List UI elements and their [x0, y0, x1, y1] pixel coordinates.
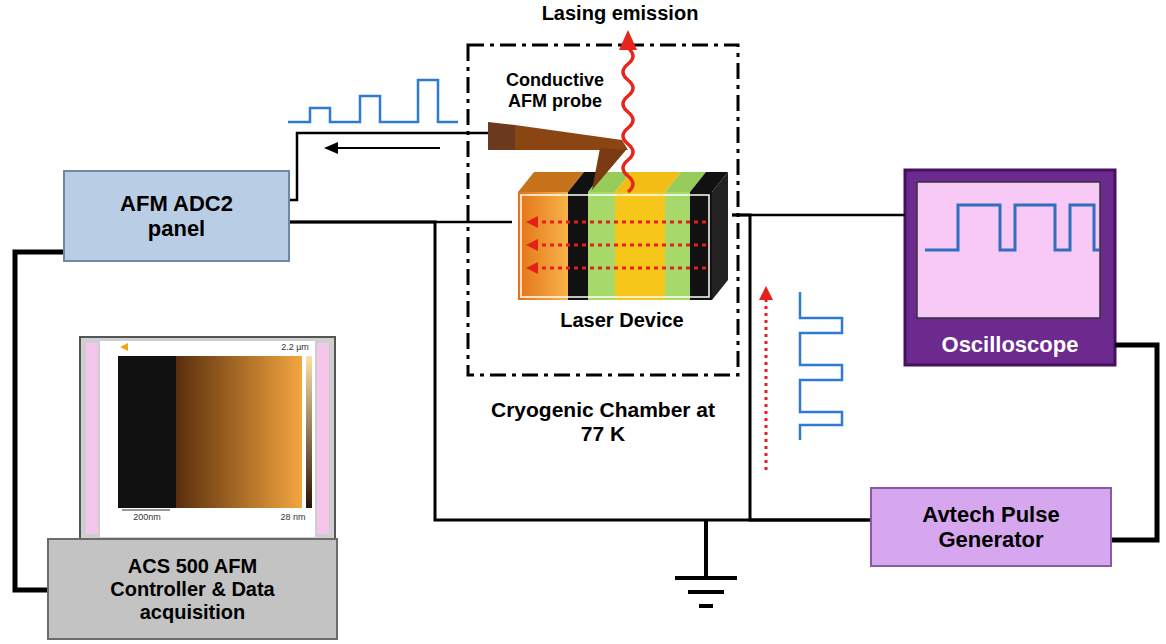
monitor-strip	[86, 343, 98, 534]
probe-signal-waveform	[288, 80, 458, 122]
scope-trace	[925, 205, 1099, 250]
cryogenic-chamber: Cryogenic Chamber at 77 K Laser Device	[466, 45, 740, 450]
wire-connector	[732, 215, 870, 520]
ground-symbol	[675, 520, 737, 606]
afm-controller-box: ACS 500 AFM Controller & Data acquisitio…	[47, 538, 338, 640]
probe-chip	[488, 122, 515, 150]
ground-lead	[704, 520, 708, 578]
scale-label: 200nm	[122, 512, 172, 522]
color-bar	[306, 356, 312, 508]
oscilloscope-screen	[917, 182, 1100, 318]
oscilloscope-case	[905, 170, 1115, 365]
scale-bar	[122, 510, 170, 511]
arrowhead	[619, 30, 637, 50]
oscilloscope-box: Oscilloscope	[905, 170, 1115, 365]
probe-label: Conductive AFM probe	[490, 70, 620, 111]
node-label: Cryogenic Chamber at 77 K	[488, 398, 718, 446]
ground-bar	[688, 590, 724, 594]
emission-wave	[623, 48, 633, 192]
wire-connector	[732, 214, 905, 217]
light-arrow	[536, 221, 706, 224]
monitor-strip	[317, 343, 329, 534]
probe-wire	[290, 133, 488, 200]
node-label: ACS 500 AFM Controller & Data acquisitio…	[93, 555, 293, 624]
wire-connector	[1112, 345, 1157, 540]
arrowhead	[759, 286, 773, 300]
signal-direction-arrow	[336, 147, 440, 149]
laser-device: Laser Device	[512, 165, 732, 335]
emission-label: Lasing emission	[520, 2, 720, 25]
chamber-outline	[468, 45, 738, 375]
laser-device-illustration	[518, 172, 728, 300]
afm-panel-box: AFM ADC2 panel	[63, 170, 290, 262]
internal-light-arrows	[536, 222, 706, 268]
afm-image-dark	[118, 356, 176, 508]
afm-image-gradient	[176, 356, 302, 508]
device-outline	[521, 195, 709, 297]
probe-tip	[592, 148, 626, 190]
oscilloscope-body	[905, 170, 1115, 365]
node-label: Laser Device	[560, 309, 683, 332]
monitor-screen	[100, 341, 315, 537]
cursor-arrow	[120, 343, 128, 351]
node-label: AFM ADC2 panel	[112, 191, 242, 242]
arrowhead	[526, 216, 538, 228]
pulse-generator-box: Avtech Pulse Generator	[870, 487, 1112, 567]
node-label: Avtech Pulse Generator	[896, 502, 1086, 553]
afm-probe	[488, 122, 628, 190]
light-arrow	[536, 244, 706, 247]
scale-label: 28 nm	[272, 512, 314, 522]
arrowhead	[526, 262, 538, 274]
arrowhead	[526, 239, 538, 251]
pulse-waveform	[800, 292, 842, 440]
probe-cantilever	[515, 125, 628, 150]
wire-connector	[290, 222, 870, 520]
pulse-direction-arrow	[765, 300, 768, 470]
node-label: Oscilloscope	[942, 332, 1079, 357]
light-arrow	[536, 267, 706, 270]
ground-bar	[675, 576, 737, 580]
ground-bar	[699, 604, 713, 608]
arrowhead	[324, 142, 338, 154]
internal-arrowheads	[526, 216, 538, 274]
monitor-frame	[80, 337, 335, 540]
layer-side	[712, 172, 728, 300]
monitor	[80, 337, 335, 540]
scale-label: 2.2 µm	[276, 342, 314, 352]
